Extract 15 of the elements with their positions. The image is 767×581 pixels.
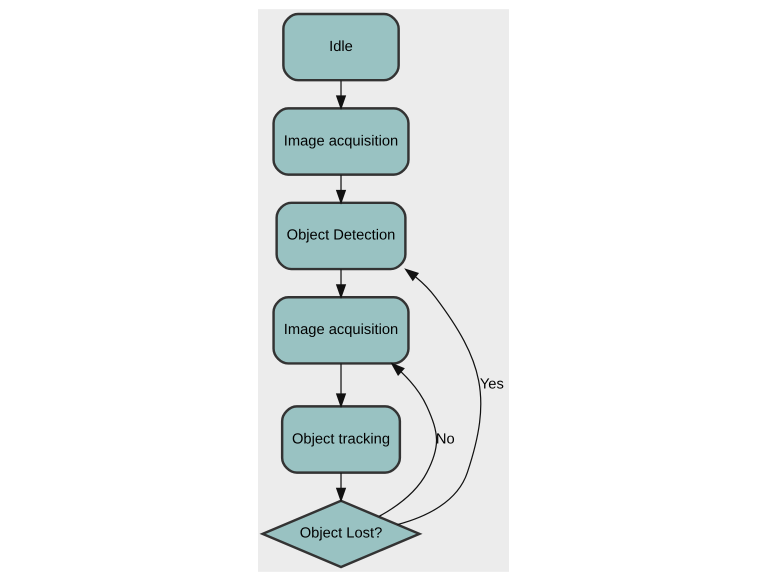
arrow [336,80,346,110]
arrow [336,269,346,299]
arrow [336,364,346,408]
arrow [336,472,346,503]
arrow [397,268,482,526]
node-box: Idle [282,12,400,82]
edge-label: Yes [480,376,504,393]
node-box: Object Detection [275,202,407,270]
node-box: Image acquisition [272,107,410,176]
arrow [378,362,438,517]
node-box: Image acquisition [272,296,410,365]
edge-label: No [436,431,455,448]
arrow [336,174,346,205]
node-diamond: Object Lost? [260,499,423,568]
node-box: Object tracking [280,405,402,474]
